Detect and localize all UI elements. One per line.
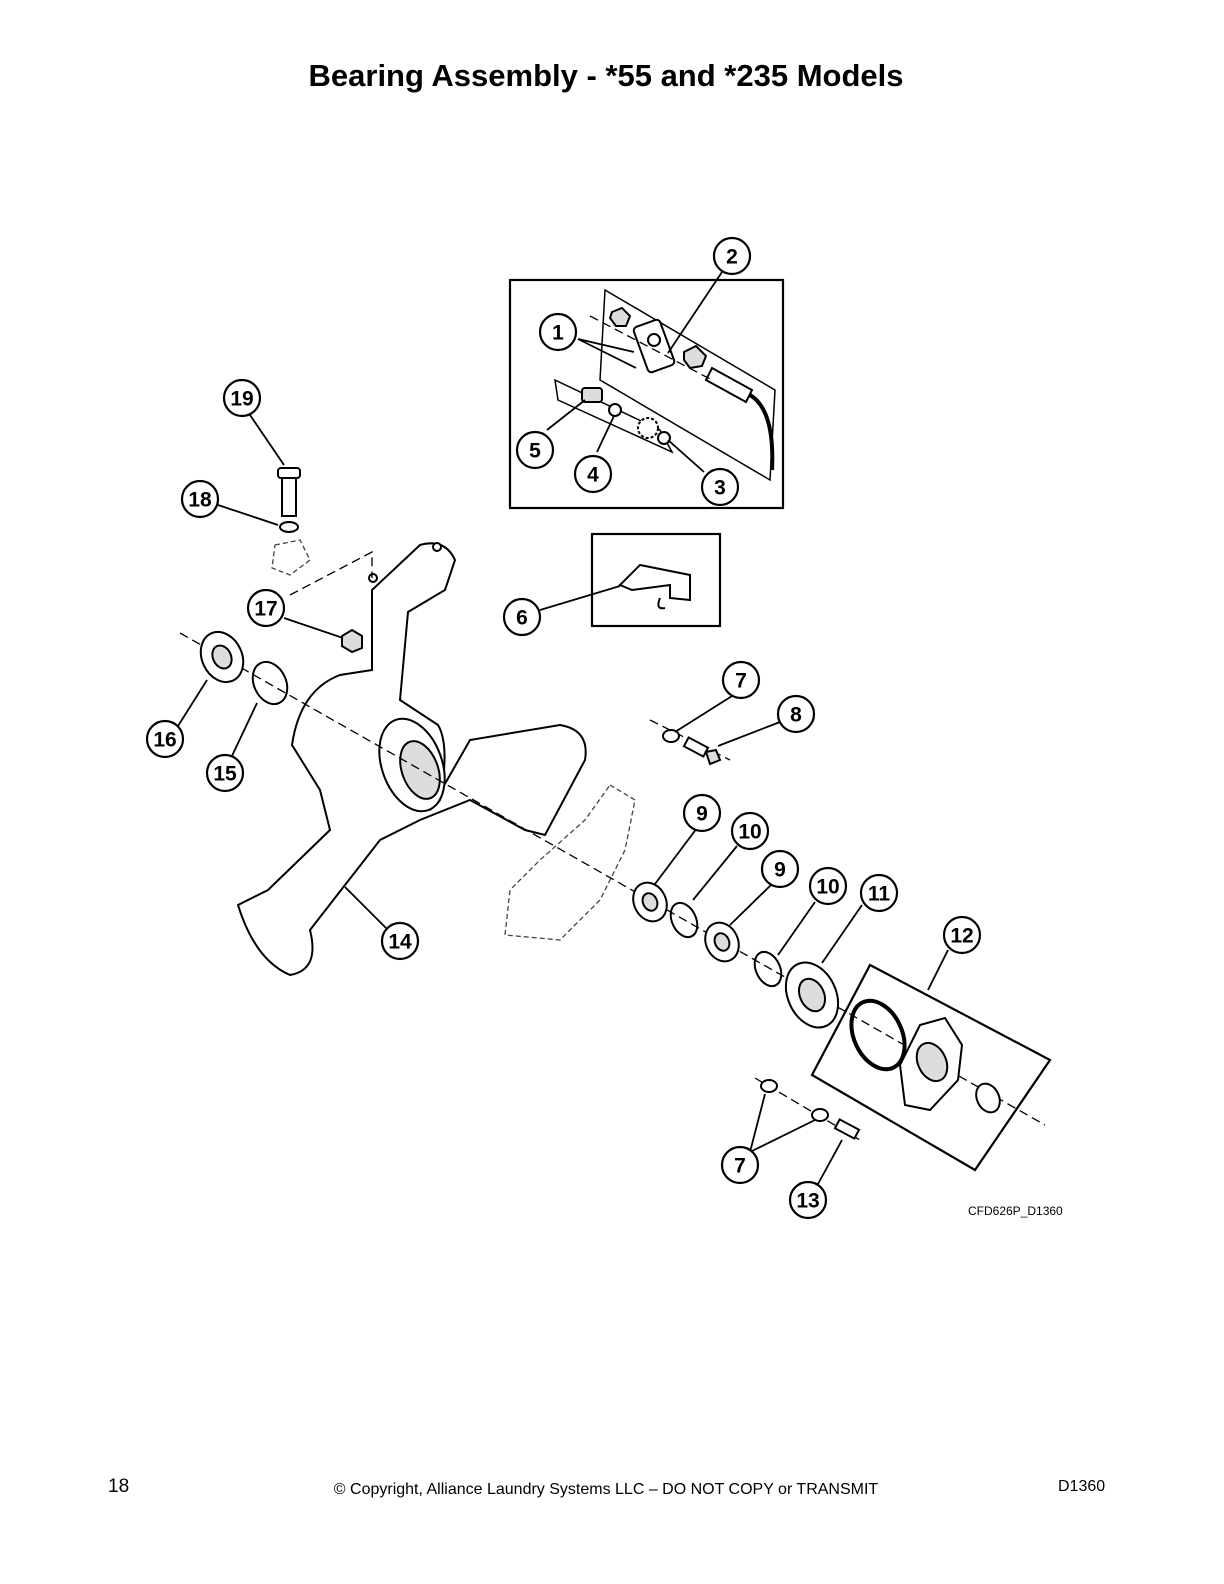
svg-text:15: 15: [213, 763, 237, 786]
callout-10-a: 10: [730, 811, 770, 851]
screw-8: [682, 736, 722, 766]
callout-9-b: 9: [760, 849, 800, 889]
svg-text:16: 16: [153, 729, 176, 752]
inset-box-bracket: [590, 532, 722, 628]
callout-4: 4: [573, 454, 613, 494]
page-number: 18: [108, 1476, 130, 1497]
dashed-nut-outline: [271, 539, 311, 576]
callout-12: 12: [942, 915, 982, 955]
callout-16: 16: [145, 719, 185, 759]
svg-text:8: 8: [790, 704, 802, 727]
svg-text:18: 18: [188, 489, 212, 512]
callout-18: 18: [180, 479, 220, 519]
callout-19: 19: [222, 378, 262, 418]
svg-text:7: 7: [735, 670, 747, 693]
inset-box-sensor: [508, 278, 785, 510]
callout-15: 15: [205, 753, 245, 793]
o-ring-12: [849, 998, 907, 1072]
snap-ring-10a: [669, 901, 699, 939]
svg-text:6: 6: [516, 607, 528, 630]
callout-2: 2: [712, 236, 752, 276]
svg-text:7: 7: [734, 1155, 746, 1178]
svg-text:14: 14: [388, 931, 412, 954]
seal-11: [784, 961, 840, 1029]
callout-10-b: 10: [808, 866, 848, 906]
dashed-drum-outline: [504, 784, 636, 941]
svg-text:10: 10: [738, 821, 761, 844]
callout-8: 8: [776, 694, 816, 734]
svg-text:1: 1: [552, 322, 564, 345]
page-title: Bearing Assembly - *55 and *235 Models: [308, 58, 904, 93]
bearing-16: [199, 630, 245, 684]
callout-3: 3: [700, 467, 740, 507]
washer-18: [279, 521, 299, 533]
bearing-9b: [704, 921, 740, 963]
svg-text:9: 9: [774, 859, 786, 882]
bearing-axis-line: [179, 632, 1046, 1126]
seal-12-small: [975, 1082, 1001, 1114]
callout-1: 1: [538, 312, 578, 352]
housing-12: [898, 1016, 964, 1112]
spider-frame: [236, 542, 587, 977]
document-id: D1360: [1058, 1478, 1106, 1495]
leader-lines: [177, 271, 949, 1185]
bearing-9a: [632, 881, 668, 923]
nut-17: [341, 628, 363, 654]
callout-14: 14: [380, 921, 420, 961]
svg-text:11: 11: [868, 883, 891, 906]
callout-17: 17: [246, 588, 286, 628]
svg-text:2: 2: [726, 246, 738, 269]
screw-13: [833, 1118, 861, 1140]
svg-text:5: 5: [529, 440, 541, 463]
callout-7-bottom: 7: [720, 1145, 760, 1185]
svg-text:13: 13: [796, 1190, 819, 1213]
drawing-id: CFD626P_D1360: [968, 1204, 1063, 1218]
svg-text:3: 3: [714, 477, 726, 500]
callout-9-a: 9: [682, 793, 722, 833]
washer-7-top: [662, 729, 680, 743]
svg-text:10: 10: [816, 876, 839, 899]
callout-13: 13: [788, 1180, 828, 1220]
svg-text:4: 4: [587, 464, 599, 487]
svg-text:19: 19: [230, 388, 253, 411]
svg-text:12: 12: [950, 925, 973, 948]
copyright-notice: © Copyright, Alliance Laundry Systems LL…: [333, 1481, 879, 1498]
svg-text:9: 9: [696, 803, 708, 826]
washer-7-lower-a: [760, 1079, 778, 1093]
callout-6: 6: [502, 597, 542, 637]
svg-text:17: 17: [254, 598, 277, 621]
callout-5: 5: [515, 430, 555, 470]
sensor-assembly: [554, 288, 776, 482]
callout-11: 11: [859, 873, 899, 913]
snap-ring-15: [251, 660, 289, 706]
snap-ring-10b: [753, 950, 783, 988]
bolt-19: [277, 467, 301, 517]
bracket-part: [618, 563, 691, 610]
callout-7-top: 7: [721, 660, 761, 700]
inset-box-bearing-housing: [810, 963, 1052, 1172]
washer-7-lower-b: [811, 1108, 829, 1122]
dashed-bolt-guide: [289, 550, 373, 596]
